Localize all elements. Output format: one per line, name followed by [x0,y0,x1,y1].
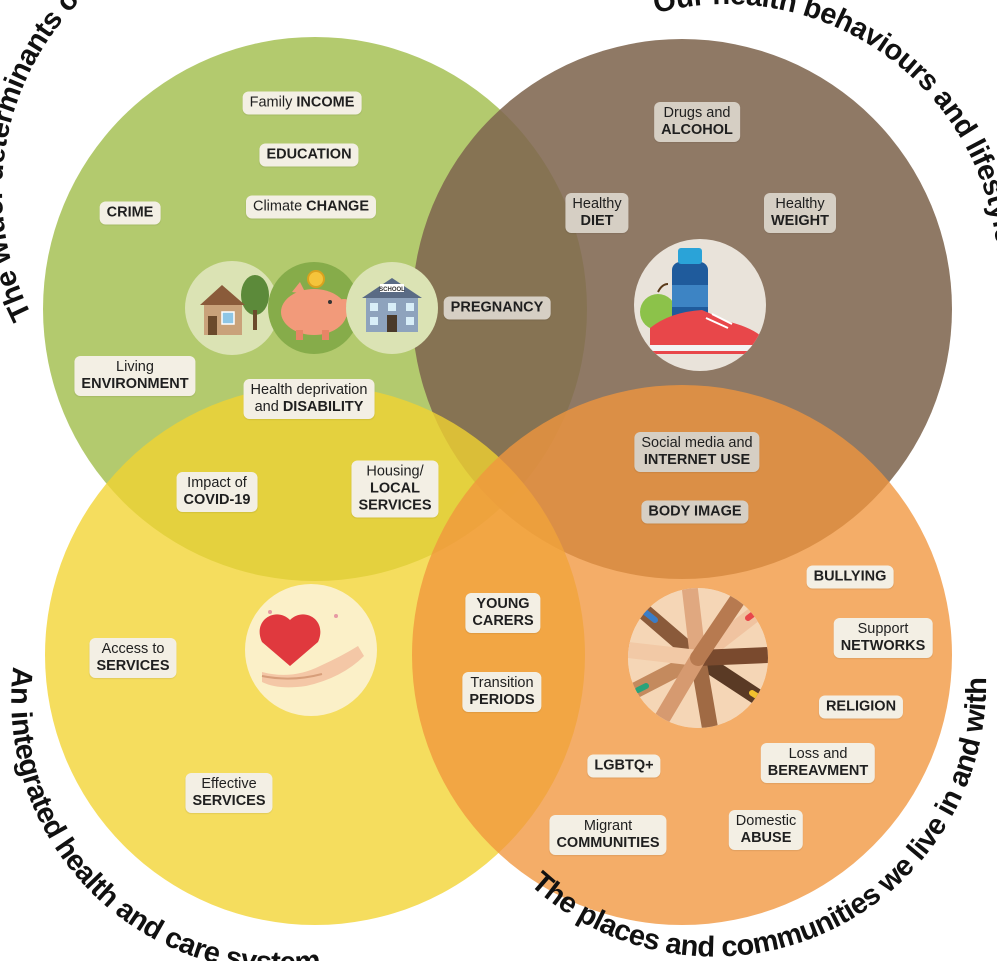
pill-family-income: Family INCOME [242,91,362,115]
pill-religion: RELIGION [818,695,904,719]
pill-crime: CRIME [99,201,161,225]
heart-in-hand-icon [245,584,377,716]
joined-hands-icon [628,588,768,728]
pill-pregnancy: PREGNANCY [443,296,551,320]
water-bottle-apple-shoe-icon [634,239,766,371]
pill-education: EDUCATION [259,143,359,167]
school-icon: SCHOOL [346,262,438,354]
house-icon [185,261,279,355]
pill-bullying: BULLYING [806,565,894,589]
pill-climate-change: Climate CHANGE [245,195,377,219]
school-sign: SCHOOL [379,287,405,293]
pill-lgbtq: LGBTQ+ [587,754,661,778]
piggy-bank-icon [268,262,360,354]
pill-body-image: BODY IMAGE [641,500,749,524]
